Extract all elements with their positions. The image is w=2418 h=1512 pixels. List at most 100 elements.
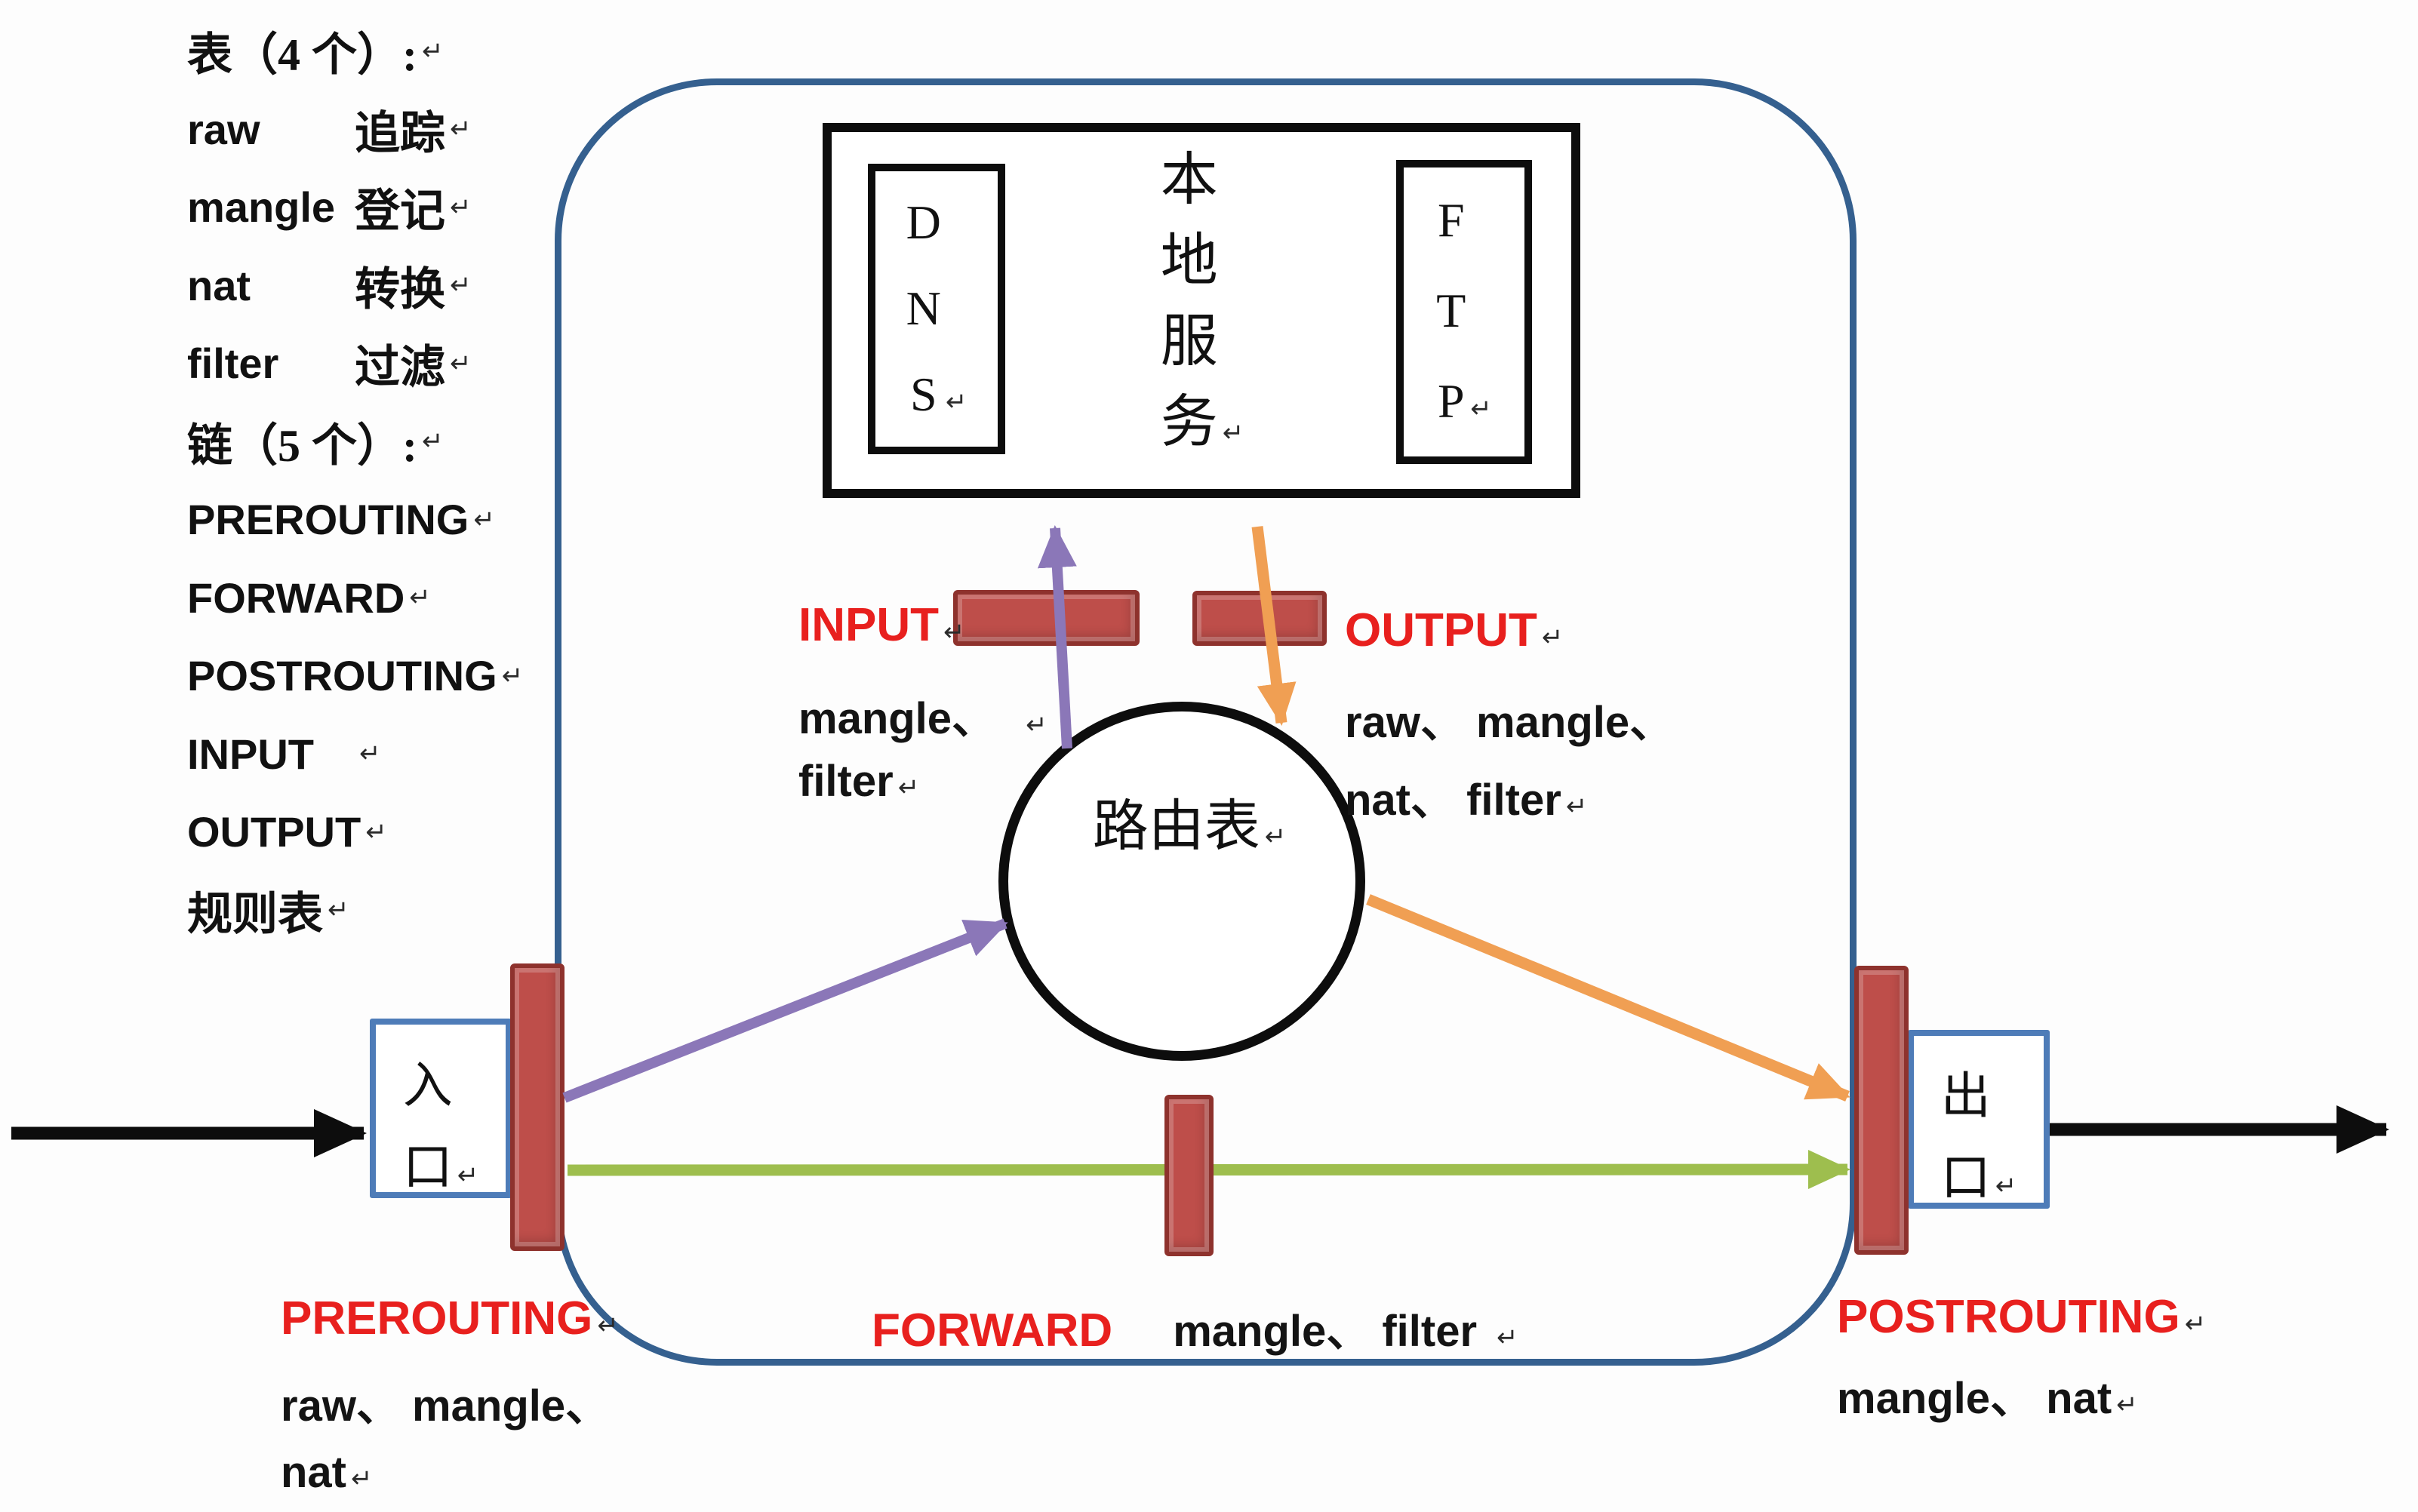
return-mark-icon: ↵ [359,739,381,769]
forward-tables-text: mangle、 filter [1173,1307,1478,1356]
legend-row: PREROUTING↵ [187,481,655,559]
output-chain-tables-1: raw、 mangle、 [1345,687,1673,750]
legend-en: raw [187,105,260,153]
return-mark-icon: ↵ [351,1464,373,1493]
output-tables-text-2: nat、 filter [1345,776,1561,825]
legend-row: 链（5 个）:↵ [187,403,655,481]
input-chain-tables-2: filter↵ [798,756,919,807]
legend-row: mangle 登记↵ [187,168,655,247]
output-chain-bar [1192,591,1327,646]
prerouting-tables-2: nat↵ [281,1447,373,1498]
return-mark-icon: ↵ [897,773,920,802]
return-mark-icon: ↵ [450,192,472,222]
forward-tables: mangle、 filter ↵ [1173,1295,1518,1359]
return-mark-icon: ↵ [1470,395,1492,423]
prerouting-tables-text-2: nat [281,1448,346,1497]
prerouting-chain-text: PREROUTING [281,1292,593,1345]
legend-row: POSTROUTING↵ [187,637,655,715]
return-mark-icon: ↵ [409,583,431,613]
legend-row: FORWARD↵ [187,559,655,638]
legend-zh: 登记 [355,186,445,237]
ftp-box [1396,160,1532,464]
output-chain-text: OUTPUT [1345,604,1537,656]
return-mark-icon: ↵ [450,115,472,144]
ftp-text: F T P [1436,193,1466,428]
return-mark-icon: ↵ [1541,623,1564,652]
legend-row: OUTPUT↵ [187,793,655,871]
legend-row: 表（4 个）:↵ [187,12,655,91]
entry-label: 入 口↵ [382,1046,500,1216]
legend-row: INPUT ↵ [187,715,655,794]
return-mark-icon: ↵ [1222,419,1244,447]
routing-table-text: 路由表 [1092,796,1260,858]
return-mark-icon: ↵ [457,1161,479,1190]
legend-zh: 表（4 个）: [187,30,417,81]
return-mark-icon: ↵ [328,896,349,925]
routing-table-label: 路由表↵ [1046,781,1333,862]
return-mark-icon: ↵ [450,271,472,300]
dns-box [868,164,1005,454]
input-tables-text-2: filter [798,757,894,806]
dns-text: D N S [906,195,941,421]
legend-zh: 过滤 [355,343,445,393]
postrouting-chain-bar [1854,966,1909,1255]
input-chain-tables-1: mangle、↵ [798,683,1047,746]
forward-chain-bar [1164,1095,1214,1256]
input-chain-name: INPUT↵ [798,598,965,652]
return-mark-icon: ↵ [450,349,472,378]
entry-text: 入 口 [402,1059,453,1195]
legend-en: PREROUTING [187,496,469,544]
return-mark-icon: ↵ [501,661,524,690]
kernel-frame [555,78,1857,1366]
postrouting-tables-text: mangle、 nat [1837,1374,2112,1423]
input-chain-text: INPUT [798,599,939,651]
legend-zh: 规则表 [187,889,323,939]
return-mark-icon: ↵ [1026,711,1047,739]
local-services-label: 本 地 服 务↵ [1108,140,1297,474]
return-mark-icon: ↵ [421,427,444,456]
return-mark-icon: ↵ [1995,1172,2017,1200]
exit-box [1908,1030,2050,1209]
return-mark-icon: ↵ [1565,792,1588,821]
exit-text: 出 口 [1940,1069,1991,1206]
legend-en: OUTPUT [187,808,361,856]
return-mark-icon: ↵ [365,817,387,847]
legend-zh: 追踪 [355,108,445,158]
prerouting-chain-bar [510,963,565,1251]
legend-en: POSTROUTING [187,652,497,700]
routing-table-circle [998,702,1365,1061]
legend-zh: 转换 [355,264,445,315]
local-services-text: 本 地 服 务 [1160,149,1218,454]
legend-en: INPUT [187,730,314,778]
legend-row: raw 追踪↵ [187,91,655,169]
output-tables-text-1: raw、 mangle、 [1345,698,1674,747]
prerouting-tables-1: raw、 mangle、 [281,1370,609,1434]
legend-zh: 链（5 个）: [187,420,417,471]
postrouting-chain-text: POSTROUTING [1837,1291,2180,1343]
legend-row: nat 转换↵ [187,247,655,325]
return-mark-icon: ↵ [1264,822,1287,851]
legend-row: filter 过滤↵ [187,324,655,403]
return-mark-icon: ↵ [943,618,965,647]
output-chain-tables-2: nat、 filter↵ [1345,764,1587,828]
return-mark-icon: ↵ [597,1311,619,1340]
legend-en: nat [187,261,251,309]
output-chain-name: OUTPUT↵ [1345,604,1563,657]
return-mark-icon: ↵ [1497,1323,1518,1352]
exit-label: 出 口↵ [1920,1056,2038,1227]
postrouting-chain-name: POSTROUTING↵ [1837,1290,2206,1344]
dns-label: D N S↵ [868,180,1005,445]
legend-en: filter [187,340,279,388]
return-mark-icon: ↵ [2184,1310,2207,1338]
forward-chain-label-row: FORWARD mangle、 filter ↵ [872,1295,1518,1359]
prerouting-tables-text-1: raw、 mangle、 [281,1381,610,1431]
return-mark-icon: ↵ [2116,1391,2138,1419]
forward-chain-text: FORWARD [872,1305,1113,1357]
legend-en: mangle [187,183,336,232]
legend-row: 规则表↵ [187,871,655,950]
return-mark-icon: ↵ [421,36,444,66]
input-chain-bar [953,590,1140,646]
prerouting-chain-name: PREROUTING↵ [281,1292,619,1345]
